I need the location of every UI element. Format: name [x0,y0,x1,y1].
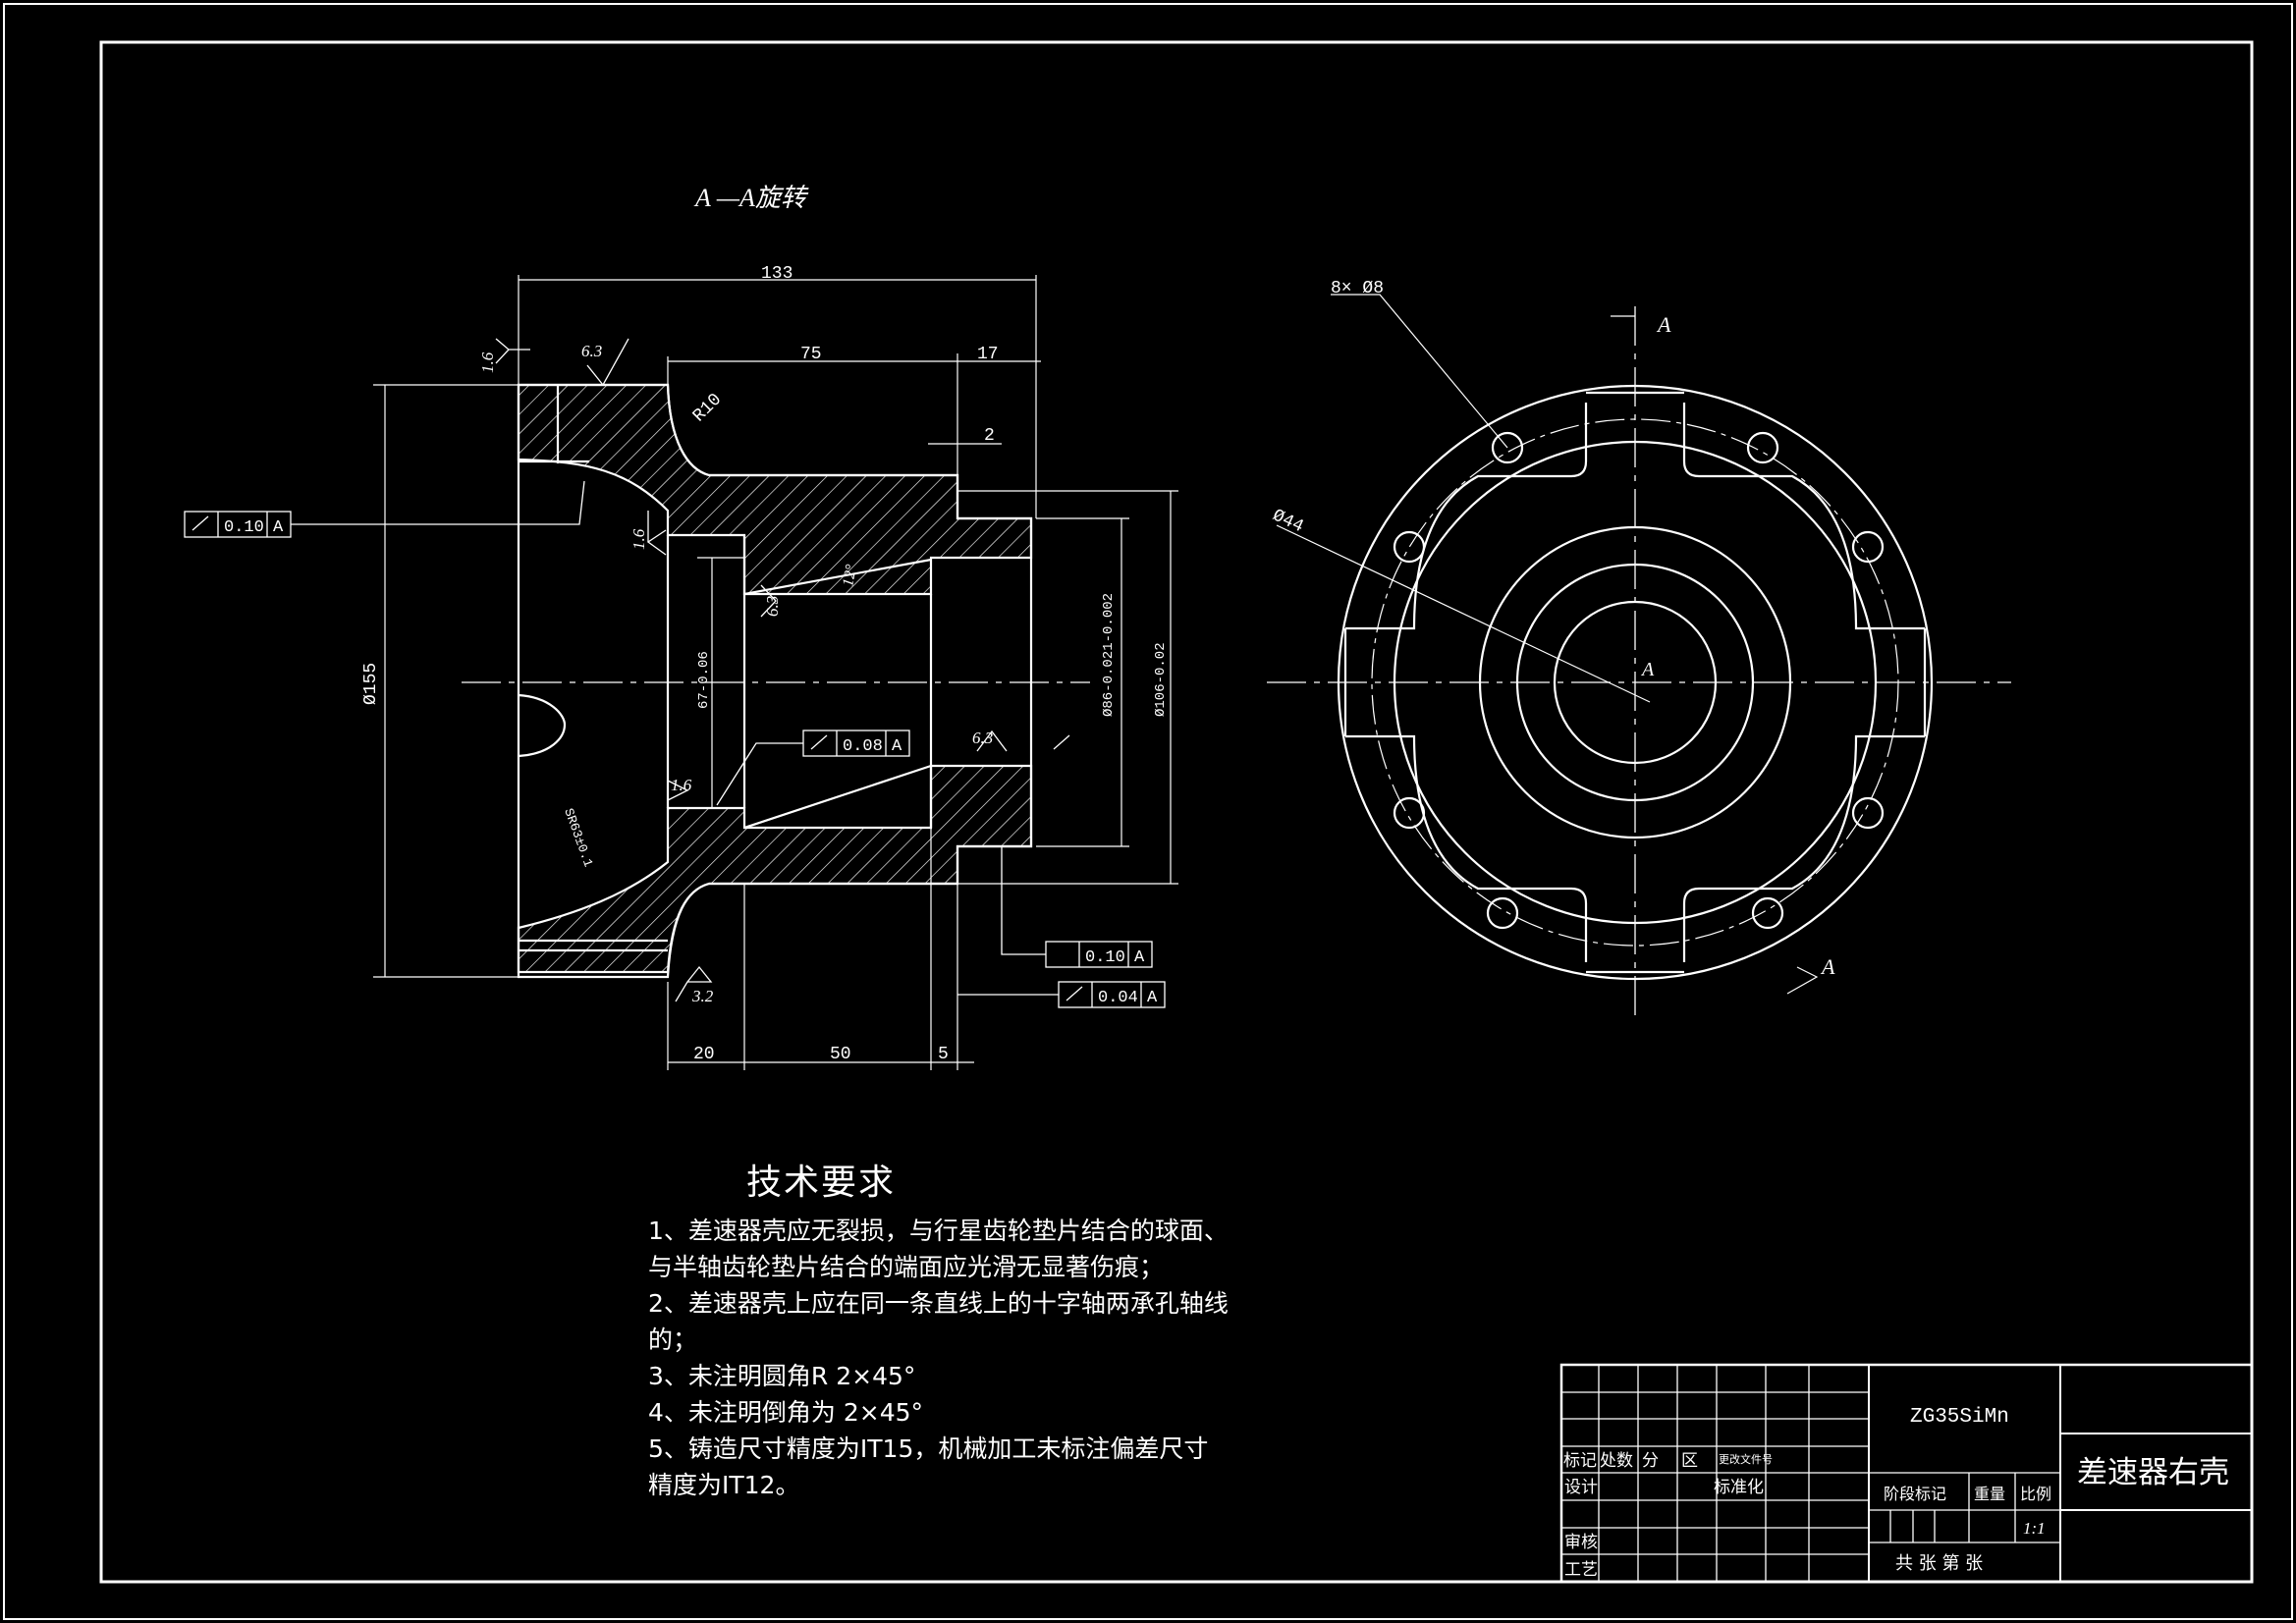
dim-75: 75 [800,345,822,364]
section-view [517,383,1033,979]
tol-2-datum: A [892,737,902,756]
tech-line: 精度为IT12。 [648,1471,800,1499]
dim-d86: Ø86-0.021-0.002 [1101,593,1117,717]
tol-4-datum: A [1147,989,1158,1007]
tb-change-doc: 更改文件号 [1719,1452,1773,1466]
tech-line: 与半轴齿轮垫片结合的端面应光滑无显著伤痕； [648,1253,1165,1281]
tb-stage: 阶段标记 [1884,1485,1946,1503]
view-label: A —A旋转 [693,184,809,212]
title-block [1559,1363,2254,1584]
tech-line: 3、未注明圆角R 2×45° [648,1362,916,1390]
dim-d155: Ø155 [361,663,381,705]
section-outline [517,383,1033,979]
tb-name: 差速器右壳 [2077,1455,2229,1490]
tb-standard: 标准化 [1714,1478,1764,1497]
dim-17: 17 [977,345,999,364]
tol-3-value: 0.10 [1085,948,1125,967]
dim-20: 20 [693,1045,715,1064]
tech-line: 2、差速器壳上应在同一条直线上的十字轴两承孔轴线 [648,1289,1229,1318]
label-a-bottom: A [1820,954,1835,979]
dim-5: 5 [938,1045,949,1064]
tech-title: 技术要求 [746,1163,897,1203]
tb-design: 设计 [1564,1478,1598,1497]
tol-3-datum: A [1134,948,1145,967]
tb-sheets: 共 张 第 张 [1895,1553,1983,1574]
roughness-2: 6.3 [581,342,602,360]
dim-angle: 12° [840,563,860,588]
tb-material: ZG35SiMn [1910,1406,2009,1429]
dim-r10: R10 [689,390,726,426]
dimensions [373,275,1178,1070]
label-a-top: A [1656,312,1671,337]
tech-line: 1、差速器壳应无裂损，与行星齿轮垫片结合的球面、 [648,1217,1229,1245]
tb-process: 工艺 [1564,1560,1598,1580]
tol-1-value: 0.10 [224,518,264,537]
tb-fen: 分 [1642,1451,1659,1471]
end-view-leaders [1276,294,1819,995]
tb-scale-label: 比例 [2020,1485,2051,1503]
tb-scale: 1:1 [2023,1519,2046,1538]
dim-133: 133 [761,264,793,284]
tb-count: 处数 [1600,1451,1633,1471]
tb-review: 审核 [1564,1533,1598,1552]
tb-weight: 重量 [1974,1485,2005,1503]
dim-sr: SR63±0.1 [561,806,596,869]
roughness-symbols [495,338,1008,1002]
tolerance-frames [184,480,1166,1008]
tol-4-value: 0.04 [1098,989,1138,1007]
centerlines [462,306,2011,1023]
roughness-4: 6.3 [763,596,782,617]
roughness-7: 3.2 [691,987,714,1005]
roughness-6: 6.3 [972,729,993,747]
technical-requirements: 技术要求 1、差速器壳应无裂损，与行星齿轮垫片结合的球面、 与半轴齿轮垫片结合的… [648,1154,1336,1503]
tb-qu: 区 [1681,1451,1698,1471]
tol-1-datum: A [273,518,284,537]
label-holes: 8× Ø8 [1331,279,1384,298]
inner-border [99,40,2254,1584]
tech-line: 的； [648,1325,698,1354]
label-a-center: A [1640,659,1655,680]
hatch-upper [517,383,1033,596]
label-pcd: Ø44 [1269,506,1306,537]
dim-2: 2 [984,426,995,446]
tol-2-value: 0.08 [843,737,883,756]
dim-67: 67-0.06 [696,651,712,709]
dim-50: 50 [830,1045,851,1064]
roughness-5: 1.6 [671,776,692,794]
tech-line: 4、未注明倒角为 2×45° [648,1398,924,1427]
end-view [1337,384,1934,981]
dim-d106: Ø106-0.02 [1153,642,1169,717]
roughness-3: 1.6 [629,528,648,550]
roughness-1: 1.6 [478,352,497,373]
tb-mark: 标记 [1563,1451,1597,1471]
outer-border [3,3,2293,1620]
tech-line: 5、铸造尺寸精度为IT15，机械加工未标注偏差尺寸 [648,1434,1209,1463]
